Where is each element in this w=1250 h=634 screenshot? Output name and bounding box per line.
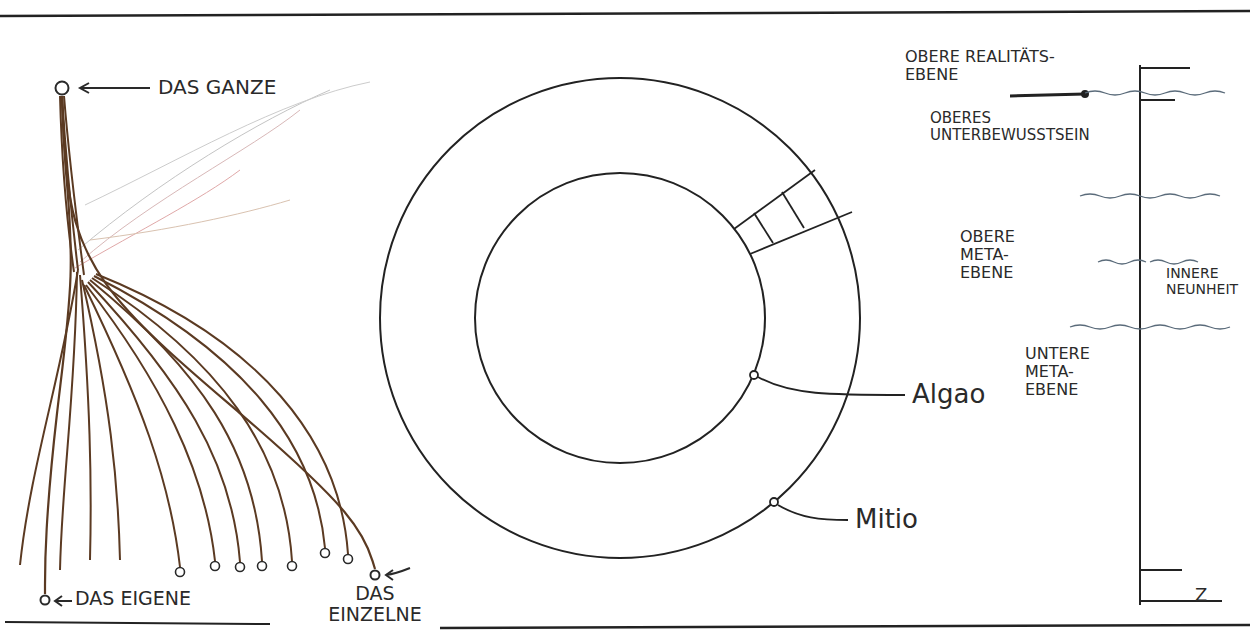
scale-mark: Z: [1195, 585, 1219, 605]
root-strand: [88, 282, 240, 562]
root-strand: [82, 280, 120, 560]
leaf-circle: [211, 562, 220, 571]
faint-strand: [90, 200, 290, 240]
root-strand: [92, 278, 292, 561]
level-label: UNTERE META-EBENE: [1025, 345, 1125, 399]
root-circle: DAS GANZE: [54, 80, 70, 96]
level-label: OBERE META-EBENE: [960, 228, 1060, 282]
node-label: DAS EINZELNE: [315, 583, 435, 626]
root-strand: [60, 272, 77, 570]
root-strand: [62, 96, 78, 270]
leaf-circle: [258, 562, 267, 571]
pointer-arrow: [80, 87, 150, 89]
root-strand: [96, 274, 348, 554]
level-scale: [1010, 65, 1222, 605]
leaf-circle: [344, 555, 353, 564]
node-outline: [39, 594, 51, 606]
root-connector: [62, 96, 375, 569]
faint-strand: [75, 170, 240, 268]
leaf-circle: [236, 563, 245, 572]
wave-boundary: [1098, 260, 1198, 264]
world-circle: [380, 78, 860, 558]
node-outline: [54, 80, 70, 96]
faint-strand: [78, 90, 330, 250]
leader-line: [758, 377, 905, 395]
frame-line: [5, 622, 270, 624]
node-label: DAS EIGENE: [75, 588, 275, 609]
level-scale: [1140, 600, 1222, 602]
wave-boundary: [1085, 91, 1225, 95]
node-label: DAS GANZE: [158, 76, 378, 98]
faint-strand: [80, 110, 300, 262]
pointer-arrow: [55, 596, 62, 606]
range-label: INNERE NEUNHEIT: [1166, 266, 1248, 297]
leaf-circle: [288, 562, 297, 571]
world-circle: [475, 173, 765, 463]
node-outline: [41, 596, 50, 605]
leaf-circle: [176, 568, 185, 577]
ladder: [754, 213, 773, 243]
pointer-arrow: [386, 570, 393, 580]
level-scale: [1139, 65, 1141, 605]
leader-line: [778, 505, 848, 520]
world-circle: [380, 78, 860, 558]
level-scale: [1010, 94, 1085, 96]
root-connector: [45, 96, 71, 594]
root-strand: [64, 96, 84, 275]
level-label: OBERES UNTERBEWUSSTSEIN: [930, 110, 1120, 144]
level-scale: [1140, 67, 1190, 69]
level-scale: [1140, 99, 1175, 101]
leader-line: [770, 498, 778, 506]
node-outline: [371, 571, 380, 580]
faint-strand: [75, 82, 370, 268]
leaf-circle: DAS EINZELNE: [369, 569, 381, 581]
ladder: [734, 170, 815, 229]
node-outline: [369, 569, 381, 581]
leader-line: [750, 371, 758, 379]
root-strand: [20, 96, 348, 570]
level-label: OBERE REALITÄTS-EBENE: [905, 48, 1085, 84]
leader-line: [750, 371, 905, 520]
ladder: [782, 192, 804, 228]
root-strand: [20, 270, 78, 565]
root-strand: [86, 285, 215, 561]
pointer-arrow: [55, 83, 410, 606]
leaf-circle: [321, 549, 330, 558]
leaf-circle: [176, 549, 353, 577]
wave-boundary: [1080, 194, 1220, 198]
faint-strand: [85, 82, 370, 205]
ladder: [750, 212, 852, 254]
frame-line: [440, 625, 1250, 628]
root-strand: [60, 96, 74, 272]
frame-line: [0, 11, 1250, 16]
frame-line: [0, 11, 1250, 628]
pointer-arrow: [80, 83, 89, 93]
root-strand: [94, 276, 325, 548]
leaf-circle: DAS EIGENE: [39, 594, 51, 606]
circle-label: Algao: [912, 380, 1002, 409]
pointer-arrow: [55, 600, 72, 602]
level-scale: [1082, 91, 1088, 97]
pointer-arrow: [386, 568, 410, 575]
root-strand: [90, 280, 262, 561]
root-strand: [80, 275, 91, 560]
circle-label: Mitio: [855, 505, 955, 534]
node-outline: [56, 82, 69, 95]
ladder: [734, 170, 852, 254]
root-strand: [84, 285, 180, 567]
level-scale: [1140, 569, 1182, 571]
wave-boundary: [1070, 325, 1230, 329]
